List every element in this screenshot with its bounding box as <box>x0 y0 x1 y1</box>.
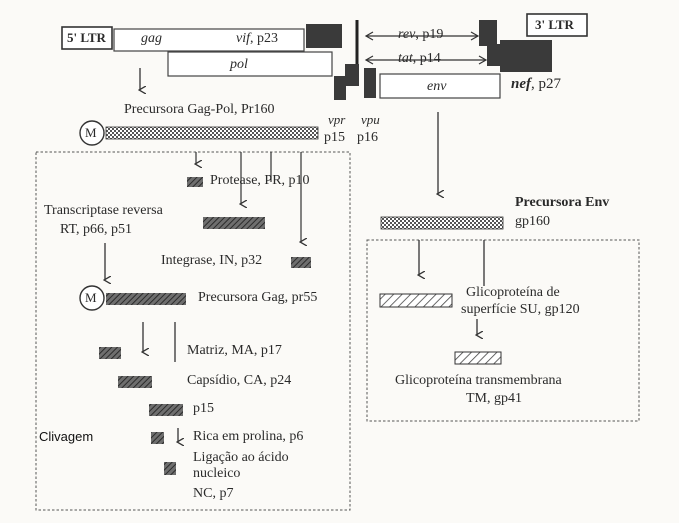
p15-label: p15 <box>193 401 214 416</box>
methionine-circle-2 <box>79 285 105 311</box>
clivagem-label: Clivagem <box>39 429 94 444</box>
su-label-line1: Glicoproteína de <box>466 285 560 300</box>
p16-vpu-label: p16 <box>357 130 378 145</box>
rev-exon-block <box>479 20 497 46</box>
pol-gene-label: pol <box>230 57 248 72</box>
nc-label-line2: nucleico <box>193 466 241 481</box>
rev-protein-name: , p19 <box>415 27 444 42</box>
p15-bar <box>149 404 183 416</box>
nef-gene-block <box>500 40 552 72</box>
tat-gene-name: tat <box>398 51 413 66</box>
su-label-line2: superfície SU, gp120 <box>461 302 580 317</box>
tat-arrow-head-right <box>478 55 488 65</box>
ltr3-box <box>526 13 588 37</box>
env-precursor-label-line1: Precursora Env <box>515 195 610 210</box>
vpr-label: vpr <box>328 112 346 127</box>
vpr-gene-block-a <box>345 64 359 86</box>
vif-label: vif, p23 <box>236 31 278 47</box>
rev-label: rev, p19 <box>398 27 443 43</box>
vif-gene-block <box>306 24 342 48</box>
gag-gene-label: gag <box>141 31 162 46</box>
nef-gene-name: nef <box>511 76 531 92</box>
protease-bar <box>187 177 203 187</box>
rev-arrow-head-right <box>470 31 480 41</box>
nc-bar <box>164 462 176 475</box>
tat-protein-name: , p14 <box>412 51 441 66</box>
gag-precursor-label: Precursora Gag, pr55 <box>198 290 318 305</box>
vpr-gene-block-b <box>334 76 346 100</box>
vpu-gene-block <box>364 68 376 98</box>
rt-bar <box>203 217 265 229</box>
gag-pol-precursor-bar <box>105 126 319 140</box>
tm-label-line2: TM, gp41 <box>466 391 522 406</box>
capsidio-bar <box>118 376 152 388</box>
env-gene-box <box>379 73 501 99</box>
gag-pol-precursor-label: Precursora Gag-Pol, Pr160 <box>124 102 275 117</box>
ltr3-label: 3' LTR <box>535 17 574 32</box>
pol-gene-box <box>167 51 333 77</box>
prolina-label: Rica em prolina, p6 <box>193 429 304 444</box>
ltr5-box <box>61 26 113 50</box>
cleavage-box-right <box>366 239 640 422</box>
integrase-bar <box>291 257 311 268</box>
capsidio-label: Capsídio, CA, p24 <box>187 373 292 388</box>
methionine-label-1: M <box>85 125 97 140</box>
vif-gene-name: vif <box>236 31 250 46</box>
p15-vpr-label: p15 <box>324 130 345 145</box>
nc-label-line1: Ligação ao ácido <box>193 450 289 465</box>
gag-precursor-bar <box>106 293 186 305</box>
tm-bar <box>454 351 502 365</box>
su-bar <box>379 293 453 308</box>
cleavage-box-left <box>35 151 351 511</box>
methionine-circle-1 <box>79 120 105 146</box>
env-precursor-bar <box>380 216 504 230</box>
tm-label-line1: Glicoproteína transmembrana <box>395 373 562 388</box>
protease-label: Protease, PR, p10 <box>210 173 310 188</box>
matriz-label: Matriz, MA, p17 <box>187 343 282 358</box>
integrase-label: Integrase, IN, p32 <box>161 253 263 268</box>
prolina-bar <box>151 432 164 444</box>
tat-exon-block <box>487 44 501 66</box>
rev-arrow-head-left <box>364 31 374 41</box>
gag-gene-box <box>113 28 305 52</box>
rt-label-line1: Transcriptase reversa <box>44 203 163 218</box>
nc-label-line3: NC, p7 <box>193 486 234 501</box>
nef-protein-name: , p27 <box>531 76 561 92</box>
nef-label: nef, p27 <box>511 76 561 93</box>
methionine-label-2: M <box>85 290 97 305</box>
vif-protein-name: , p23 <box>250 31 278 46</box>
vpu-label: vpu <box>361 112 380 127</box>
rev-gene-name: rev <box>398 27 416 42</box>
tat-arrow-head-left <box>364 55 374 65</box>
env-precursor-label-line2: gp160 <box>515 214 550 229</box>
rt-label-line2: RT, p66, p51 <box>60 222 133 237</box>
matriz-bar <box>99 347 121 359</box>
tat-label: tat, p14 <box>398 51 441 67</box>
env-gene-label: env <box>427 79 447 94</box>
ltr5-label: 5' LTR <box>67 30 106 45</box>
